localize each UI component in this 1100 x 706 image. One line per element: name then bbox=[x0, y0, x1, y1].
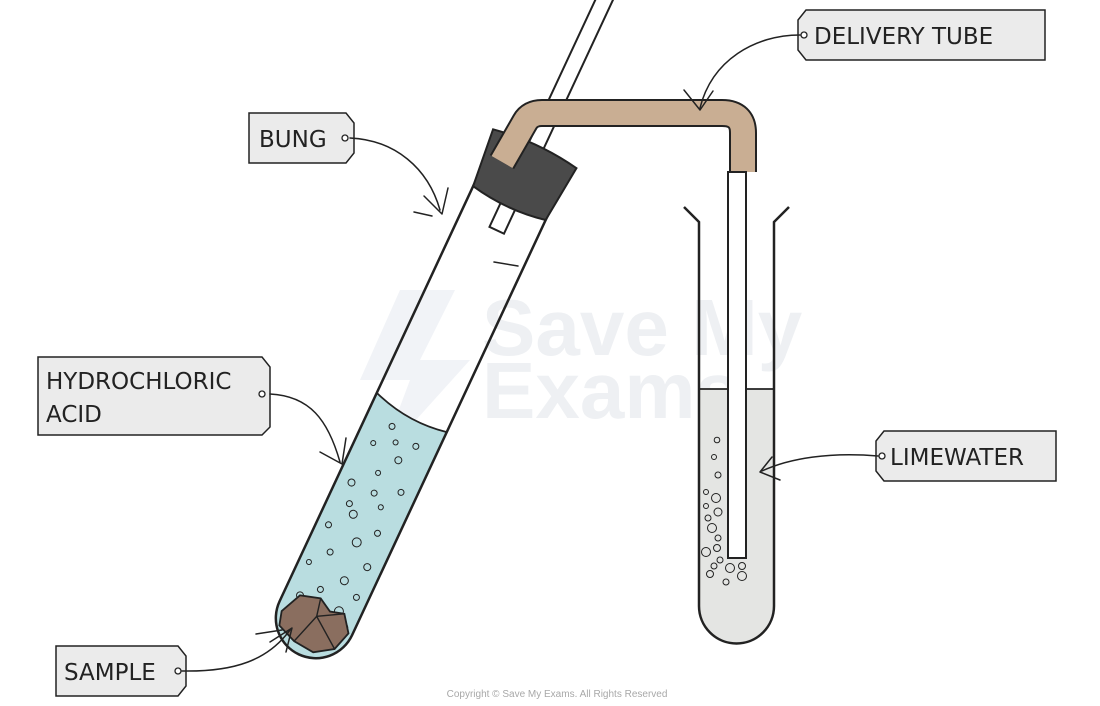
watermark: Save My Exams bbox=[360, 283, 803, 460]
watermark-line2: Exams bbox=[482, 346, 740, 435]
arrow-sample bbox=[181, 629, 291, 672]
label-bung: BUNG bbox=[259, 127, 327, 153]
arrow-delivery-tube bbox=[699, 34, 801, 109]
delivery-tube bbox=[489, 99, 757, 172]
watermark-line1: Save My bbox=[482, 283, 803, 372]
limewater-test-tube bbox=[683, 171, 790, 645]
acid-surface-line bbox=[376, 392, 447, 433]
label-hydrochloric-line2: ACID bbox=[46, 402, 102, 428]
tag-delivery-tube: DELIVERY TUBE bbox=[797, 9, 1046, 61]
right-tube-glass bbox=[683, 206, 790, 645]
delivery-tube-outlet bbox=[727, 171, 747, 559]
label-sample: SAMPLE bbox=[64, 660, 156, 686]
tag-sample: SAMPLE bbox=[55, 645, 187, 697]
label-limewater: LIMEWATER bbox=[890, 445, 1024, 471]
tag-hydrochloric-acid: HYDROCHLORIC ACID bbox=[37, 356, 271, 436]
tag-bung: BUNG bbox=[248, 112, 355, 164]
label-delivery-tube: DELIVERY TUBE bbox=[814, 24, 993, 50]
copyright-text: Copyright © Save My Exams. All Rights Re… bbox=[447, 689, 668, 700]
arrow-bung bbox=[349, 137, 441, 211]
sample-solid bbox=[278, 594, 350, 654]
label-hydrochloric-line1: HYDROCHLORIC bbox=[46, 369, 231, 395]
watermark-logo-icon bbox=[360, 290, 470, 460]
tag-limewater: LIMEWATER bbox=[875, 430, 1057, 482]
arrow-limewater bbox=[761, 454, 879, 472]
limewater-bubbles bbox=[701, 436, 747, 586]
acid-bubbles bbox=[296, 422, 420, 631]
test-tube-glass bbox=[274, 131, 573, 660]
arrow-hydrochloric bbox=[269, 393, 341, 463]
pointer-arrows bbox=[181, 34, 879, 672]
